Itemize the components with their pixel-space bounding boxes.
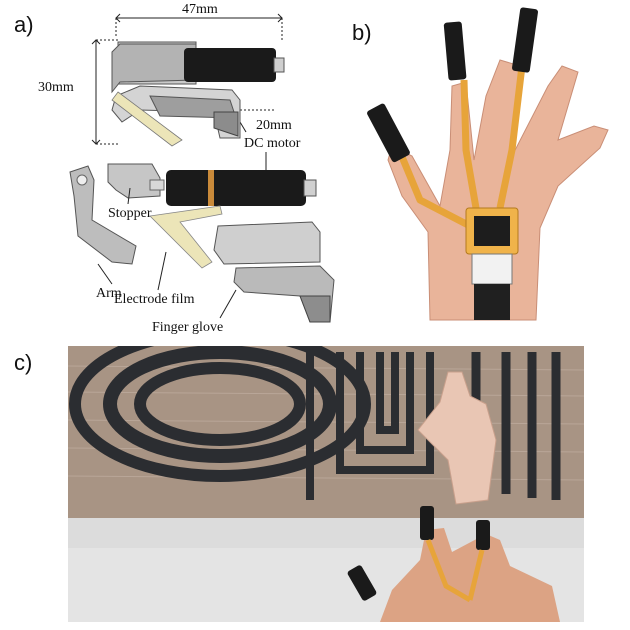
- label-arm: Arm: [96, 286, 122, 301]
- hand-with-device-photo: [367, 7, 609, 321]
- panel-a-label: a): [14, 12, 34, 37]
- dc-motor-part: [166, 170, 306, 206]
- label-stopper: Stopper: [108, 206, 152, 221]
- arm-part: [69, 165, 137, 265]
- real-hand: [380, 528, 560, 622]
- virtual-hand: [417, 371, 497, 505]
- flex-circuit: [396, 65, 526, 230]
- assembled-device: [111, 41, 285, 147]
- electrode-film-part: [149, 205, 223, 269]
- real-hand-actuators: [347, 506, 490, 601]
- leader-lines: [97, 152, 267, 319]
- panel-c-label: c): [14, 350, 33, 375]
- square-maze: [306, 352, 434, 500]
- label-finger-glove: Finger glove: [152, 320, 224, 335]
- motor-body: [184, 48, 276, 82]
- dimension-height-label: 30mm: [38, 80, 74, 95]
- label-dc-motor: DC motor: [244, 136, 301, 151]
- device-schematic: [69, 13, 335, 323]
- panel-b-label: b): [352, 20, 372, 45]
- ring-maze: [69, 346, 371, 482]
- dimension-depth-label: 20mm: [256, 118, 292, 133]
- finger-actuators: [367, 7, 538, 163]
- exploded-view: [69, 163, 335, 323]
- label-electrode-film: Electrode film: [114, 292, 195, 307]
- vr-maze-demo-photo: [68, 346, 584, 622]
- finger-glove-part: [213, 221, 335, 323]
- cable-connector: [471, 253, 513, 285]
- stopper-part: [107, 163, 161, 199]
- dimension-width-label: 47mm: [182, 2, 218, 17]
